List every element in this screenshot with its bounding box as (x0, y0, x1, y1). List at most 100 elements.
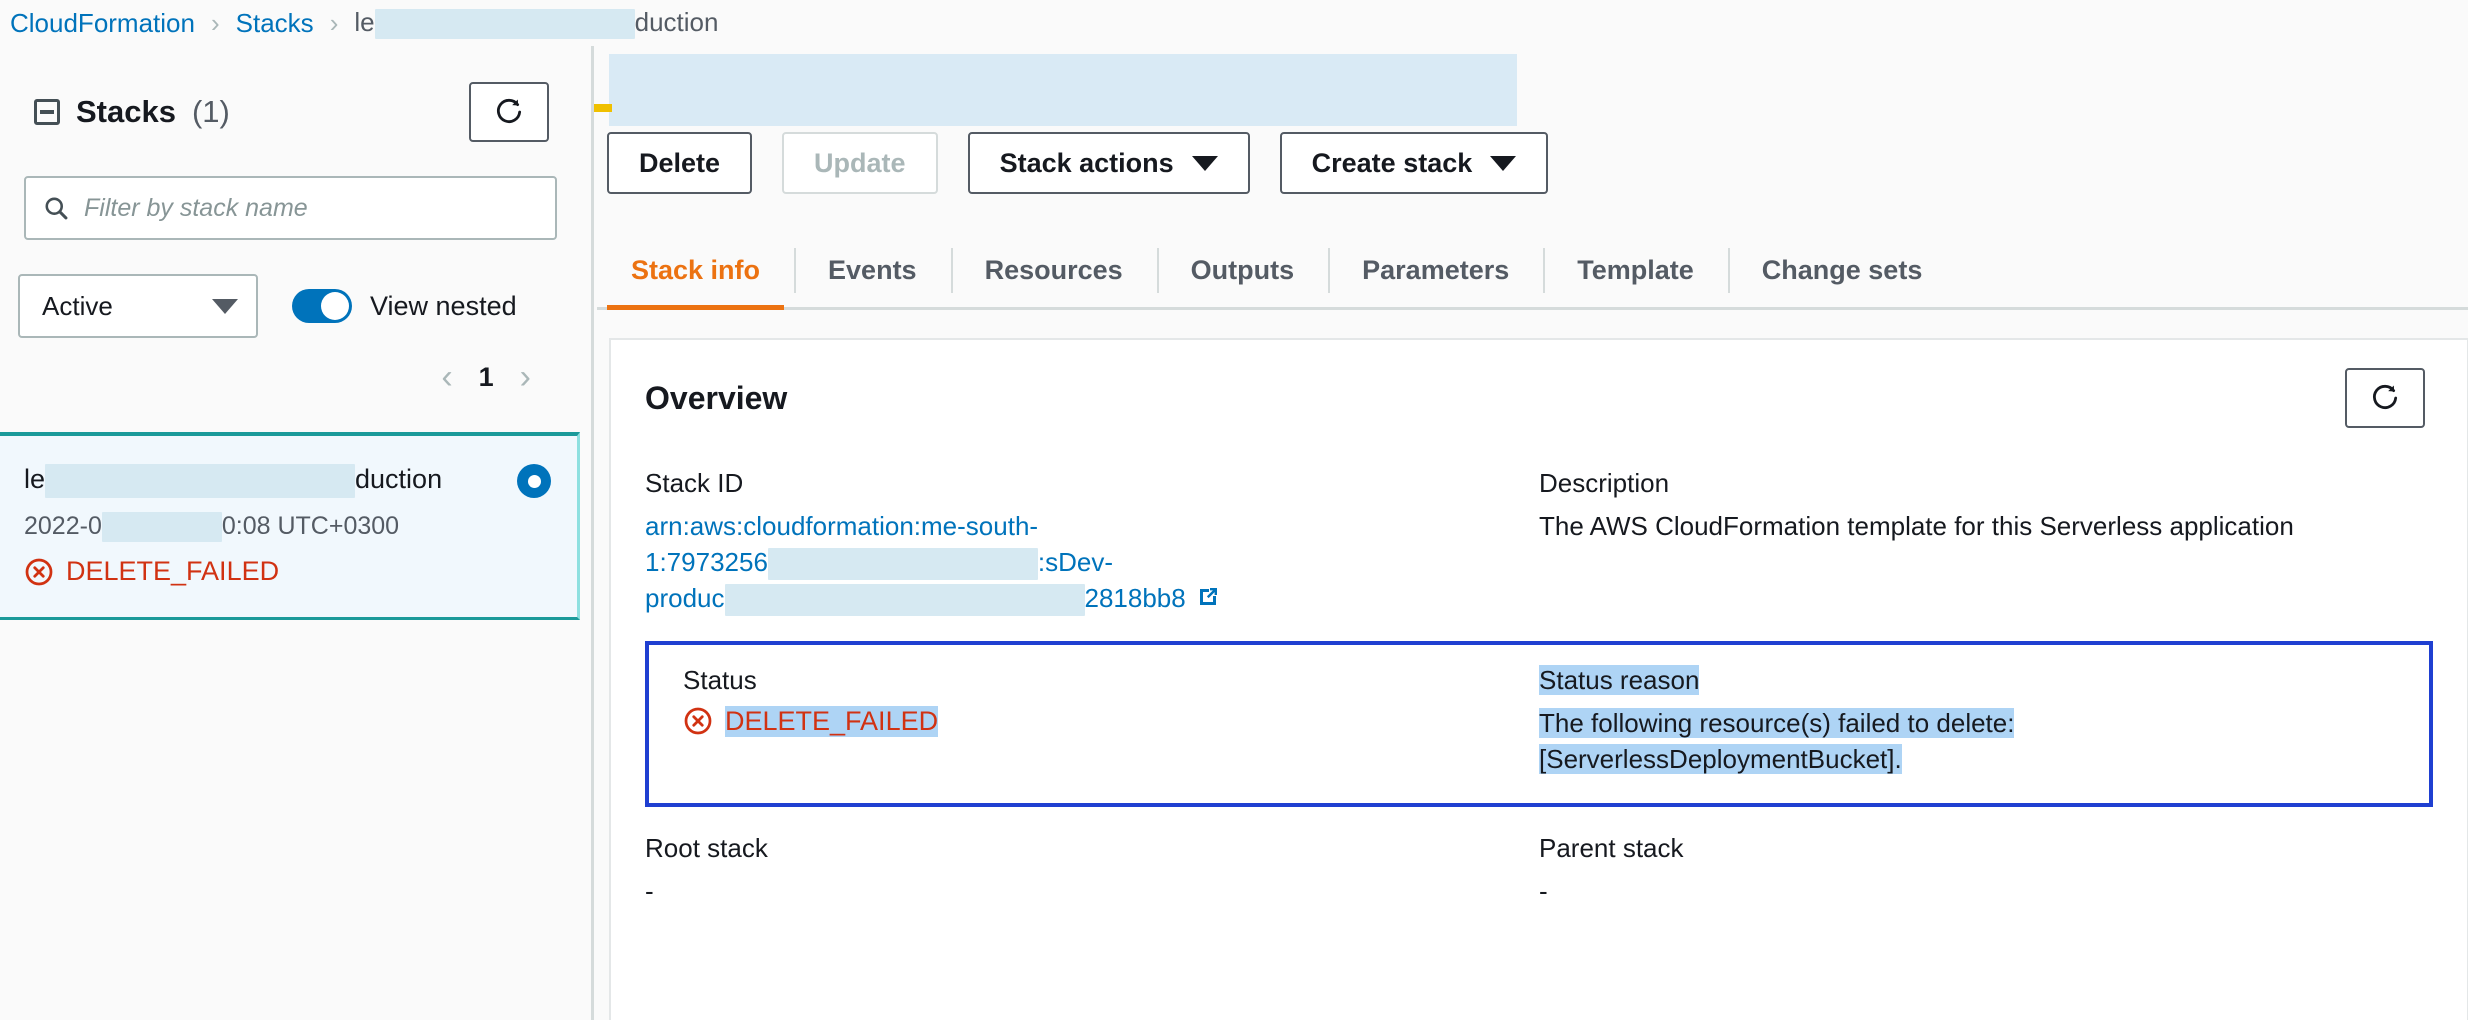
tab-label: Template (1577, 255, 1694, 285)
breadcrumb-current-suffix: duction (634, 6, 719, 37)
status-value: DELETE_FAILED (725, 705, 939, 737)
parent-stack-label: Parent stack (1539, 833, 1684, 864)
chevron-down-icon (1490, 155, 1517, 171)
stack-card-date-suffix: 0:08 UTC+0300 (221, 512, 400, 540)
create-stack-button[interactable]: Create stack (1279, 132, 1549, 194)
stack-filter-box[interactable] (24, 176, 557, 240)
breadcrumb-item-stacks[interactable]: Stacks (235, 7, 314, 38)
breadcrumb-separator-icon: › (329, 7, 339, 38)
error-circle-icon (684, 707, 712, 735)
stack-id-line1: arn:aws:cloudformation:me-south- (645, 511, 1039, 541)
sidebar-title-label: Stacks (76, 94, 176, 129)
sidebar-refresh-button[interactable] (469, 82, 549, 142)
status-reason-label: Status reason (1539, 664, 1700, 695)
chevron-down-icon (212, 298, 238, 314)
description-label: Description (1539, 468, 1670, 498)
collapse-minus-icon[interactable] (34, 99, 60, 125)
tab-parameters[interactable]: Parameters (1328, 234, 1543, 307)
page-title: Stacks (1) (34, 94, 230, 130)
stack-detail-tabs: Stack info Events Resources Outputs Para… (597, 234, 2468, 310)
stack-card-status-text: DELETE_FAILED (66, 556, 280, 587)
tab-template[interactable]: Template (1543, 234, 1728, 307)
status-reason-line1: The following resource(s) failed to dele… (1539, 707, 2015, 738)
root-stack-field: Root stack - (645, 833, 1539, 910)
overview-row-identity: Stack ID arn:aws:cloudformation:me-south… (645, 468, 2433, 617)
status-reason-field: Status reason The following resource(s) … (1539, 664, 2429, 778)
create-stack-label: Create stack (1311, 147, 1473, 178)
pagination: ‹ 1 › (0, 338, 591, 394)
view-nested-label: View nested (370, 290, 517, 321)
refresh-icon (496, 98, 522, 124)
stack-card-date-prefix: 2022-0 (24, 512, 102, 540)
description-value: The AWS CloudFormation template for this… (1539, 511, 2294, 541)
update-button-label: Update (814, 147, 906, 178)
overview-row-hierarchy: Root stack - Parent stack - (611, 807, 2467, 910)
search-icon (45, 197, 68, 220)
pagination-prev-button[interactable]: ‹ (441, 358, 453, 396)
root-stack-label: Root stack (645, 833, 768, 864)
sidebar-controls: Active View nested (0, 240, 591, 338)
pagination-page-number: 1 (478, 361, 494, 392)
search-input[interactable] (84, 193, 539, 223)
stack-actions-button[interactable]: Stack actions (967, 132, 1250, 194)
stack-action-buttons: Delete Update Stack actions Create stack (597, 132, 1549, 194)
pagination-next-button[interactable]: › (519, 358, 531, 396)
tab-label: Parameters (1362, 255, 1510, 285)
breadcrumb-current-prefix: le (354, 6, 375, 37)
breadcrumb-item-cloudformation[interactable]: CloudFormation (10, 7, 195, 38)
refresh-icon (2372, 384, 2398, 410)
status-filter-select[interactable]: Active (18, 274, 258, 338)
status-label: Status (683, 664, 757, 695)
root-stack-value: - (645, 876, 654, 907)
status-value-row: DELETE_FAILED (683, 705, 1509, 737)
sidebar-header: Stacks (1) (0, 46, 591, 142)
description-field: Description The AWS CloudFormation templ… (1539, 468, 2433, 617)
sidebar-stack-count: (1) (191, 94, 230, 129)
chevron-down-icon (1191, 155, 1218, 171)
stack-card-radio[interactable] (517, 464, 551, 498)
parent-stack-value: - (1539, 876, 1548, 907)
status-selection-box: Status DELETE_FAILED Status reason (645, 640, 2433, 808)
main-content: Delete Update Stack actions Create stack… (594, 46, 2468, 1020)
tab-resources[interactable]: Resources (950, 234, 1157, 307)
status-filter-value: Active (42, 290, 113, 321)
overview-refresh-button[interactable] (2345, 368, 2425, 428)
tab-label: Stack info (631, 255, 761, 285)
tab-stack-info[interactable]: Stack info (597, 234, 794, 310)
tab-outputs[interactable]: Outputs (1156, 234, 1328, 307)
status-field: Status DELETE_FAILED (649, 665, 1539, 778)
selection-highlight-band (609, 54, 1517, 126)
tab-label: Events (828, 255, 917, 285)
overview-details: Stack ID arn:aws:cloudformation:me-south… (611, 468, 2467, 617)
tab-label: Change sets (1761, 255, 1923, 285)
stack-id-value[interactable]: arn:aws:cloudformation:me-south- 1:79732… (645, 509, 1509, 617)
error-circle-icon (25, 558, 53, 586)
stack-card-status: DELETE_FAILED (24, 556, 551, 587)
overview-title: Overview (645, 379, 788, 416)
redacted-region (101, 512, 222, 543)
delete-button-label: Delete (639, 147, 721, 178)
stack-card-date: 2022-0 0:08 UTC+0300 (24, 512, 551, 543)
update-button: Update (782, 132, 938, 194)
edge-marker (594, 104, 612, 112)
redacted-region (45, 464, 356, 498)
stack-card-name-suffix: duction (355, 464, 443, 495)
overview-header: Overview (611, 340, 2467, 428)
view-nested-control[interactable]: View nested (292, 289, 517, 323)
stack-id-line2-prefix: 1:7973256 (645, 546, 768, 577)
filter-row (0, 142, 591, 240)
stack-id-line3-prefix: produc (645, 582, 725, 613)
tab-events[interactable]: Events (794, 234, 951, 307)
external-link-icon[interactable] (1196, 585, 1220, 609)
stack-id-field: Stack ID arn:aws:cloudformation:me-south… (645, 468, 1539, 617)
view-nested-toggle[interactable] (292, 289, 352, 323)
tab-change-sets[interactable]: Change sets (1727, 234, 1957, 307)
stack-id-label: Stack ID (645, 468, 744, 498)
breadcrumb-item-current: le duction (354, 6, 719, 40)
delete-button[interactable]: Delete (607, 132, 753, 194)
